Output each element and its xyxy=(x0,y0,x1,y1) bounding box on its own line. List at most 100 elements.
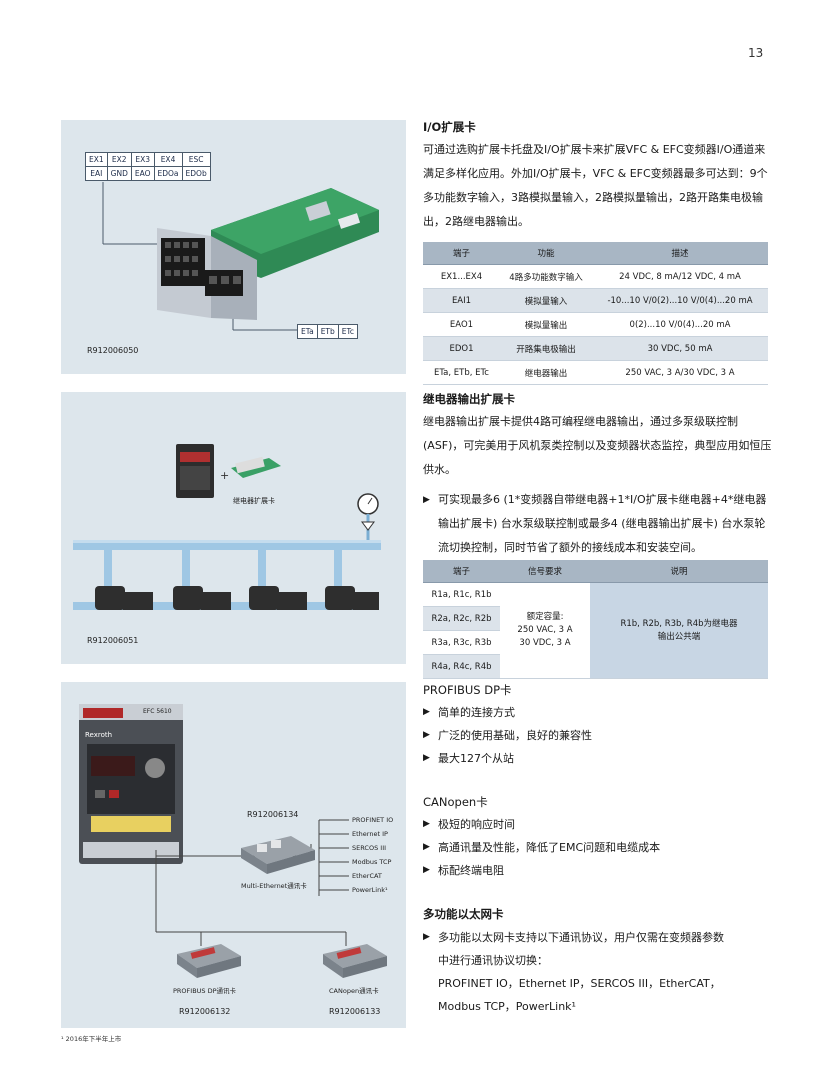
io-spec-table: 端子 功能 描述 EX1...EX4 4路多功能数字输入 24 VDC, 8 m… xyxy=(423,242,768,385)
bullet-item: 简单的连接方式 xyxy=(423,701,773,724)
canopen-caption: CANopen通讯卡 xyxy=(329,987,379,995)
bullet-item: 高通讯量及性能，降低了EMC问题和电缆成本 xyxy=(423,836,773,859)
protocol-label: EtherCAT xyxy=(352,872,382,880)
svg-text:+: + xyxy=(220,469,229,482)
part-number: R912006134 xyxy=(247,810,299,819)
bullet-line: 多功能以太网卡支持以下通讯协议，用户仅需在变频器参数 xyxy=(438,931,724,944)
bullet-item: 广泛的使用基础，良好的兼容性 xyxy=(423,724,773,747)
bullet-list: 多功能以太网卡支持以下通讯协议，用户仅需在变频器参数 中进行通讯协议切换： PR… xyxy=(423,926,773,1018)
relay-card-image-panel: + 继电器扩展卡 R912006051 xyxy=(61,392,406,664)
bullet-item: 多功能以太网卡支持以下通讯协议，用户仅需在变频器参数 中进行通讯协议切换： PR… xyxy=(423,926,773,1018)
io-card-image-panel: EX1 EX2 EX3 EX4 ESC EAI GND EAO EDOa EDO… xyxy=(61,120,406,374)
part-number: R912006050 xyxy=(87,346,139,355)
table-row: ETa, ETb, ETc 继电器输出 250 VAC, 3 A/30 VDC,… xyxy=(423,360,768,385)
relay-spec-table: 端子 信号要求 说明 R1a, R1c, R1b 额定容量: 250 VAC, … xyxy=(423,560,768,679)
table-row: EAO1 模拟量输出 0(2)...10 V/0(4)...20 mA xyxy=(423,312,768,337)
table-cell: 30 VDC, 50 mA xyxy=(592,336,768,361)
section-title: 继电器输出扩展卡 xyxy=(423,392,515,406)
table-cell: -10...10 V/0(2)...10 V/0(4)...20 mA xyxy=(592,288,768,313)
signal-line: 30 VDC, 3 A xyxy=(519,638,571,648)
signal-line: 额定容量: xyxy=(526,612,564,622)
section-title: I/O扩展卡 xyxy=(423,120,476,134)
terminal-label: EDOb xyxy=(181,166,211,181)
bullet-list: 极短的响应时间 高通讯量及性能，降低了EMC问题和电缆成本 标配终端电阻 xyxy=(423,813,773,882)
pump-system-illustration: + xyxy=(73,444,381,610)
protocol-label: Modbus TCP xyxy=(352,858,392,866)
table-cell: ETa, ETb, ETc xyxy=(423,360,500,385)
page-number: 13 xyxy=(748,46,764,60)
section-body: 可通过选购扩展卡托盘及I/O扩展卡来扩展VFC & EFC变频器I/O通道来满足… xyxy=(423,143,768,228)
section-title: PROFIBUS DP卡 xyxy=(423,683,512,697)
io-top-terminal-labels: EX1 EX2 EX3 EX4 ESC EAI GND EAO EDOa EDO… xyxy=(85,152,211,181)
bullet-list: 可实现最多6 (1*变频器自带继电器+1*I/O扩展卡继电器+4*继电器输出扩展… xyxy=(423,488,773,560)
protocol-label: PROFINET IO xyxy=(352,816,394,824)
signal-line: 250 VAC, 3 A xyxy=(517,625,573,635)
table-cell: 4路多功能数字输入 xyxy=(500,264,592,289)
io-bottom-terminal-labels: ETa ETb ETc xyxy=(297,324,358,339)
protocol-line: PROFINET IO，Ethernet IP，SERCOS III，Ether… xyxy=(438,977,721,990)
table-header: 端子 xyxy=(423,242,500,265)
table-cell: EAI1 xyxy=(423,288,500,313)
table-cell: R2a, R2c, R2b xyxy=(423,606,500,631)
table-cell: R4a, R4c, R4b xyxy=(423,654,500,679)
table-row: EX1...EX4 4路多功能数字输入 24 VDC, 8 mA/12 VDC,… xyxy=(423,264,768,289)
protocol-label: PowerLink¹ xyxy=(352,886,388,894)
io-card-illustration xyxy=(102,182,379,331)
table-row: R2a, R2c, R2b xyxy=(423,606,768,631)
canopen-section: CANopen卡 极短的响应时间 高通讯量及性能，降低了EMC问题和电缆成本 标… xyxy=(423,793,773,882)
multi-ethernet-section: 多功能以太网卡 多功能以太网卡支持以下通讯协议，用户仅需在变频器参数 中进行通讯… xyxy=(423,905,773,1018)
relay-card-caption: 继电器扩展卡 xyxy=(233,497,275,505)
io-extension-section: I/O扩展卡 可通过选购扩展卡托盘及I/O扩展卡来扩展VFC & EFC变频器I… xyxy=(423,118,773,385)
table-header: 功能 xyxy=(500,242,592,265)
table-header: 描述 xyxy=(592,242,768,265)
bullet-list: 简单的连接方式 广泛的使用基础，良好的兼容性 最大127个从站 xyxy=(423,701,773,770)
signal-requirement-cell: 额定容量: 250 VAC, 3 A 30 VDC, 3 A xyxy=(500,582,590,679)
part-number: R912006051 xyxy=(87,636,139,645)
terminal-label: ETc xyxy=(337,324,358,339)
profibus-section: PROFIBUS DP卡 简单的连接方式 广泛的使用基础，良好的兼容性 最大12… xyxy=(423,681,773,770)
table-cell: EAO1 xyxy=(423,312,500,337)
table-cell: EDO1 xyxy=(423,336,500,361)
table-header: 说明 xyxy=(590,560,768,583)
brand-logo: Rexroth xyxy=(85,731,113,739)
bullet-line: 中进行通讯协议切换： xyxy=(438,954,548,967)
bullet-item: 标配终端电阻 xyxy=(423,859,773,882)
table-row: R3a, R3c, R3b xyxy=(423,630,768,655)
section-title: 多功能以太网卡 xyxy=(423,907,504,921)
table-cell: R3a, R3c, R3b xyxy=(423,630,500,655)
table-cell: R1a, R1c, R1b xyxy=(423,582,500,607)
comm-cards-image-panel: Rexroth EFC 5610 R912006134 Multi-Ethern… xyxy=(61,682,406,1028)
relay-extension-section: 继电器输出扩展卡 继电器输出扩展卡提供4路可编程继电器输出，通过多泵级联控制(A… xyxy=(423,390,773,679)
table-cell: EX1...EX4 xyxy=(423,264,500,289)
bullet-item: 可实现最多6 (1*变频器自带继电器+1*I/O扩展卡继电器+4*继电器输出扩展… xyxy=(423,488,773,560)
bullet-item: 最大127个从站 xyxy=(423,747,773,770)
table-row: EAI1 模拟量输入 -10...10 V/0(2)...10 V/0(4)..… xyxy=(423,288,768,313)
terminal-label: ETa xyxy=(297,324,318,339)
part-number: R912006133 xyxy=(329,1007,381,1016)
protocol-line: Modbus TCP，PowerLink¹ xyxy=(438,1000,576,1013)
part-number: R912006132 xyxy=(179,1007,231,1016)
note-cell: R1b, R2b, R3b, R4b为继电器 输出公共端 xyxy=(590,582,768,679)
table-cell: 0(2)...10 V/0(4)...20 mA xyxy=(592,312,768,337)
table-cell: 模拟量输出 xyxy=(500,312,592,337)
table-cell: 模拟量输入 xyxy=(500,288,592,313)
footnote: ¹ 2016年下半年上市 xyxy=(61,1035,122,1043)
comm-cards-illustration xyxy=(79,704,387,978)
multi-ethernet-caption: Multi-Ethernet通讯卡 xyxy=(241,882,307,890)
table-row: R4a, R4c, R4b xyxy=(423,654,768,679)
section-title: CANopen卡 xyxy=(423,795,488,809)
terminal-label: ETb xyxy=(316,324,339,339)
table-cell: 24 VDC, 8 mA/12 VDC, 4 mA xyxy=(592,264,768,289)
table-header: 端子 xyxy=(423,560,500,583)
section-body: 继电器输出扩展卡提供4路可编程继电器输出，通过多泵级联控制(ASF)，可完美用于… xyxy=(423,415,772,476)
note-line: R1b, R2b, R3b, R4b为继电器 xyxy=(620,618,738,629)
table-row: R1a, R1c, R1b 额定容量: 250 VAC, 3 A 30 VDC,… xyxy=(423,582,768,679)
protocol-label: Ethernet IP xyxy=(352,830,388,838)
table-header: 信号要求 xyxy=(500,560,590,583)
table-cell: 继电器输出 xyxy=(500,360,592,385)
table-row: EDO1 开路集电极输出 30 VDC, 50 mA xyxy=(423,336,768,361)
bullet-item: 极短的响应时间 xyxy=(423,813,773,836)
table-cell: 250 VAC, 3 A/30 VDC, 3 A xyxy=(592,360,768,385)
protocol-label: SERCOS III xyxy=(352,844,387,852)
terminal-label: GND xyxy=(106,166,132,181)
